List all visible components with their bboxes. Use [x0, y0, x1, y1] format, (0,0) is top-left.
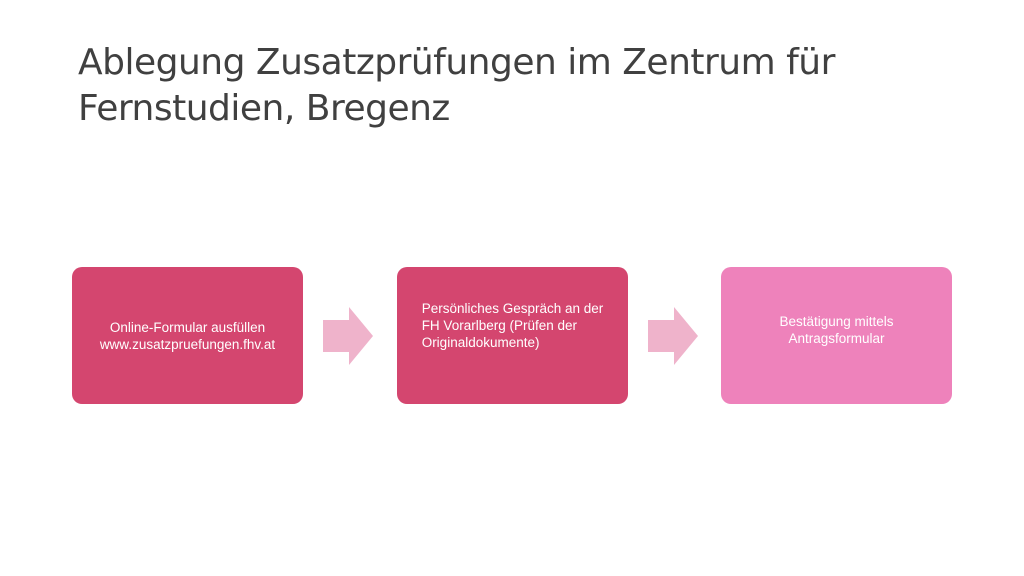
arrow-shape [648, 307, 698, 365]
step-personal-interview: Persönliches Gespräch an der FH Vorarlbe… [397, 267, 628, 404]
slide-title: Ablegung Zusatzprüfungen im Zentrum für … [78, 42, 835, 129]
right-arrow-icon [323, 307, 373, 365]
step-online-form: Online-Formular ausfüllen www.zusatzprue… [72, 267, 303, 404]
arrow-shape [323, 307, 373, 365]
step-online-form-text: Online-Formular ausfüllen www.zusatzprue… [99, 319, 276, 352]
right-arrow-icon [648, 307, 698, 365]
step-personal-interview-text: Persönliches Gespräch an der FH Vorarlbe… [421, 301, 604, 350]
step-confirmation-text: Bestätigung mittels Antragsformular [779, 313, 894, 346]
step-confirmation: Bestätigung mittels Antragsformular [721, 267, 952, 404]
